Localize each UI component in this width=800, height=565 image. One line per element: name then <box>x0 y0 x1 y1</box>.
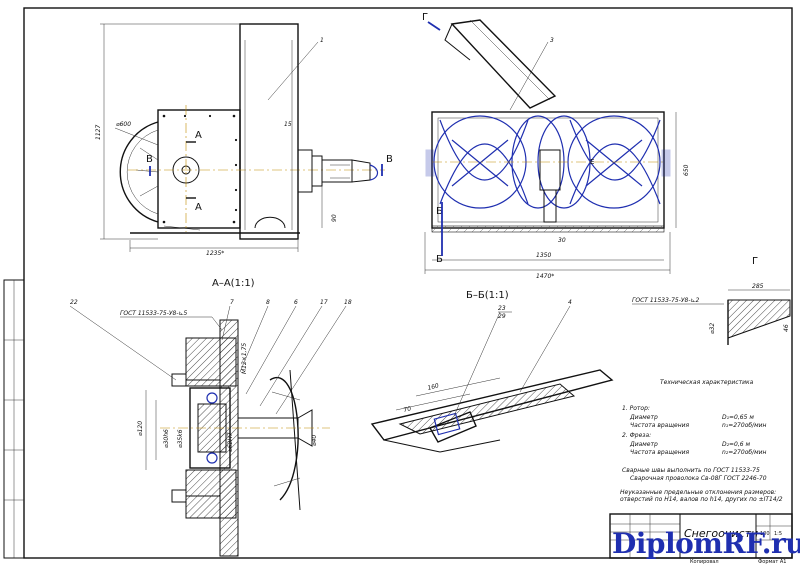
dim-main-height: 1127 <box>95 125 102 140</box>
tb-mass: 100 <box>760 531 770 537</box>
dim-bb-70: 70 <box>403 405 412 414</box>
dim-main-width: 1235* <box>206 250 224 257</box>
dim-g-46: 46 <box>783 324 790 332</box>
specs-rotor-diam-value: D₁=0,65 м <box>722 414 754 421</box>
specs-rotor-speed-value: n₁=270об/мин <box>722 422 767 429</box>
drawing-title: Снегоочисти <box>684 527 758 540</box>
dim-90: 90 <box>331 214 338 222</box>
note-4: отверстий по Н14, валов по h14, других п… <box>620 496 783 503</box>
dim-aa-main: ⌀120 <box>137 421 144 436</box>
dim-aa-m12: M12×1,75 <box>241 343 248 374</box>
specs-fan-speed-label: Частота вращения <box>630 449 690 456</box>
tb-format: Формат А1 <box>758 559 786 565</box>
section-aa: А–А(1:1) ⌀120 ⌀30h6 ⌀35k6 ⌀62H7 ⌀40 M12×… <box>69 278 352 557</box>
mark-g-top: Г <box>422 12 428 23</box>
dim-15: 15 <box>284 121 292 128</box>
leader-6: 6 <box>294 299 298 306</box>
dim-aa-2: ⌀30h6 <box>163 429 170 448</box>
side-view: 1127 1235* ⌀600 15 90 А А В В 1 <box>95 23 393 257</box>
specs-rotor-diam-label: Диаметр <box>629 414 658 421</box>
dim-rear-total: 1470* <box>536 273 554 280</box>
section-bb-title: Б–Б(1:1) <box>466 290 509 301</box>
leader-17: 17 <box>320 299 328 306</box>
dim-rear-30: 30 <box>558 237 566 244</box>
dim-aa-5: ⌀40 <box>311 435 318 446</box>
title-block: Снегоочисти 100 1:5 Копировал Формат А1 <box>609 513 793 565</box>
mark-v-right: В <box>386 154 393 165</box>
view-g-title: Г <box>752 256 758 267</box>
dim-aa-4: ⌀62H7 <box>227 432 234 452</box>
gost-weld-5: ГОСТ 11533-75-У8-⊾5 <box>120 310 188 317</box>
specs-block: Техническая характеристика 1. Ротор: Диа… <box>620 379 783 503</box>
specs-heading: Техническая характеристика <box>660 379 754 386</box>
gost-weld-2: ГОСТ 11533-75-У8-⊾2 <box>632 297 700 304</box>
rear-view: 1350 1470* 650 30 Г Б Б Е 3 <box>422 12 690 280</box>
dim-g-285: 285 <box>752 283 764 290</box>
specs-fan-diam-value: D₂=0,6 м <box>722 441 751 448</box>
leader-29: 29 <box>498 313 506 320</box>
tb-copied: Копировал <box>690 559 719 565</box>
mark-b-bottom: Б <box>436 254 443 265</box>
note-3: Неуказанные предельные отклонения размер… <box>620 489 776 496</box>
mark-a-top: А <box>195 130 202 141</box>
section-aa-title: А–А(1:1) <box>212 278 255 289</box>
specs-fan-speed-value: n₂=270об/мин <box>722 449 767 456</box>
dim-rear-height: 650 <box>683 164 690 176</box>
leader-1: 1 <box>320 37 324 44</box>
leader-7: 7 <box>230 299 234 306</box>
leader-18: 18 <box>344 299 352 306</box>
note-1: Сварные швы выполнить по ГОСТ 11533-75 <box>622 467 760 474</box>
leader-8: 8 <box>266 299 270 306</box>
leader-22: 22 <box>70 299 78 306</box>
mark-v-left: В <box>146 154 153 165</box>
leader-3: 3 <box>550 37 554 44</box>
mark-e: Е <box>590 158 594 166</box>
section-bb: Б–Б(1:1) 70 160 23 29 4 <box>370 290 614 453</box>
note-2: Сварочная проволока Св-08Г ГОСТ 2246-70 <box>630 475 767 482</box>
dim-g-diam: ⌀32 <box>709 323 716 334</box>
specs-fan-diam-label: Диаметр <box>629 441 658 448</box>
specs-fan: 2. Фреза: <box>622 432 651 439</box>
leader-23: 23 <box>498 305 506 312</box>
watermark-logo: DiplomRF.ru <box>612 527 800 560</box>
tb-scale: 1:5 <box>774 531 782 537</box>
specs-rotor-speed-label: Частота вращения <box>630 422 690 429</box>
side-stamp <box>3 279 25 559</box>
dim-bb-160: 160 <box>427 382 440 392</box>
dim-diam-600: ⌀600 <box>116 121 131 128</box>
specs-rotor: 1. Ротор: <box>622 405 650 412</box>
leader-4: 4 <box>568 299 572 306</box>
view-g: Г 285 46 ⌀32 ГОСТ 11533-75-У8-⊾2 <box>632 256 791 345</box>
dim-aa-3: ⌀35k6 <box>177 429 184 448</box>
mark-b-top: Б <box>436 206 443 217</box>
dim-rear-inner: 1350 <box>536 252 551 259</box>
mark-a-bottom: А <box>195 202 202 213</box>
